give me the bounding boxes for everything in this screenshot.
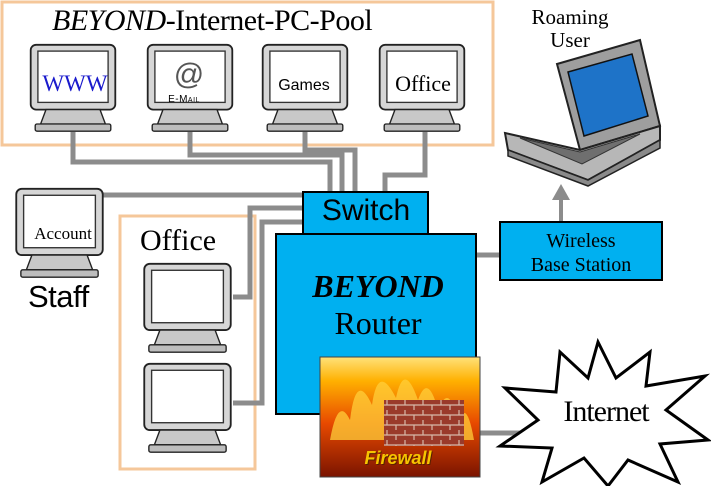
email-screen-label: E-Mail [168, 94, 200, 105]
office-frame [118, 214, 257, 471]
office-group-title: Office [140, 224, 217, 257]
account-screen-label: Account [34, 224, 92, 243]
router-label: Router [334, 305, 422, 341]
staff-title: Staff [28, 279, 89, 314]
internet-cloud [495, 337, 711, 486]
laptop-icon [503, 38, 662, 187]
switch-label: Switch [321, 194, 411, 227]
www-screen-label: WWW [42, 71, 108, 96]
office-screen-label: Office [395, 71, 451, 96]
pc-pool-frame [0, 0, 495, 147]
games-screen-label: Games [278, 77, 330, 94]
cables [70, 132, 520, 436]
firewall-label: Firewall [364, 448, 432, 468]
pc-pool-title: BEYOND-Internet-PC-Pool [52, 4, 373, 37]
wireless-base-station-label: Wireless Base Station [530, 230, 632, 276]
switch-box [302, 191, 429, 235]
monitor-office-2 [143, 362, 232, 454]
wireless-base-station-box [499, 221, 663, 281]
monitor-office-1 [143, 262, 232, 354]
router-brand-label: BEYOND [312, 268, 444, 304]
firewall-image [319, 356, 481, 478]
internet-label: Internet [563, 395, 649, 428]
at-sign-icon: @ [173, 58, 205, 91]
roaming-user-label: Roaming User [531, 5, 609, 53]
uplink-arrow [552, 184, 570, 222]
